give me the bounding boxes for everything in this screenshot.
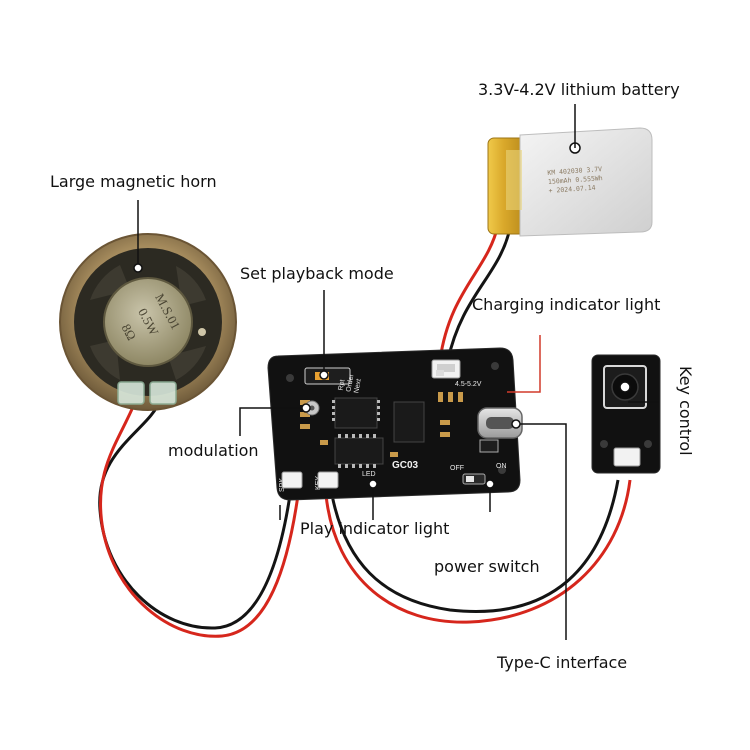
label-playback-mode: Set playback mode (240, 264, 394, 283)
led-label: LED (362, 471, 376, 478)
switch-off-label: OFF (450, 465, 464, 472)
leader-lines (137, 104, 659, 640)
label-battery: 3.3V-4.2V lithium battery (478, 80, 680, 99)
battery-print-1: KM 402030 3.7V (547, 165, 602, 177)
battery-print-2: 150mAh 0.555Wh (548, 174, 603, 186)
label-power-switch: power switch (434, 557, 540, 576)
label-charging-light: Charging indicator light (472, 295, 660, 314)
label-modulation: modulation (168, 441, 259, 460)
battery-print-3: + 2024.07.14 (548, 184, 595, 195)
speaker-wires (98, 399, 300, 638)
lithium-battery: KM 402030 3.7V 150mAh 0.555Wh + 2024.07.… (487, 127, 653, 237)
gc03-main-board: Rpt Order Next 4.5-5.2V GC03 OFF ON LED (267, 347, 523, 501)
board-name: GC03 (392, 460, 419, 471)
speaker-horn: M.S.01 0.5W 8Ω (59, 233, 237, 411)
cone-print-3: 8Ω (119, 321, 140, 342)
key-wires (324, 479, 632, 624)
label-horn: Large magnetic horn (50, 172, 217, 191)
label-typec: Type-C interface (496, 653, 627, 672)
battery-wires (438, 224, 512, 361)
voltage-label: 4.5-5.2V (455, 381, 482, 388)
label-play-light: Play indicator light (300, 519, 449, 538)
mode-label-next: Next (353, 378, 362, 393)
label-key-control: Key control (676, 366, 695, 456)
mode-label-rpt: Rpt (338, 379, 347, 391)
key-control-board (591, 354, 661, 474)
leader-endpoints (133, 263, 521, 489)
mode-label-order: Order (345, 373, 355, 392)
switch-on-label: ON (496, 463, 507, 470)
